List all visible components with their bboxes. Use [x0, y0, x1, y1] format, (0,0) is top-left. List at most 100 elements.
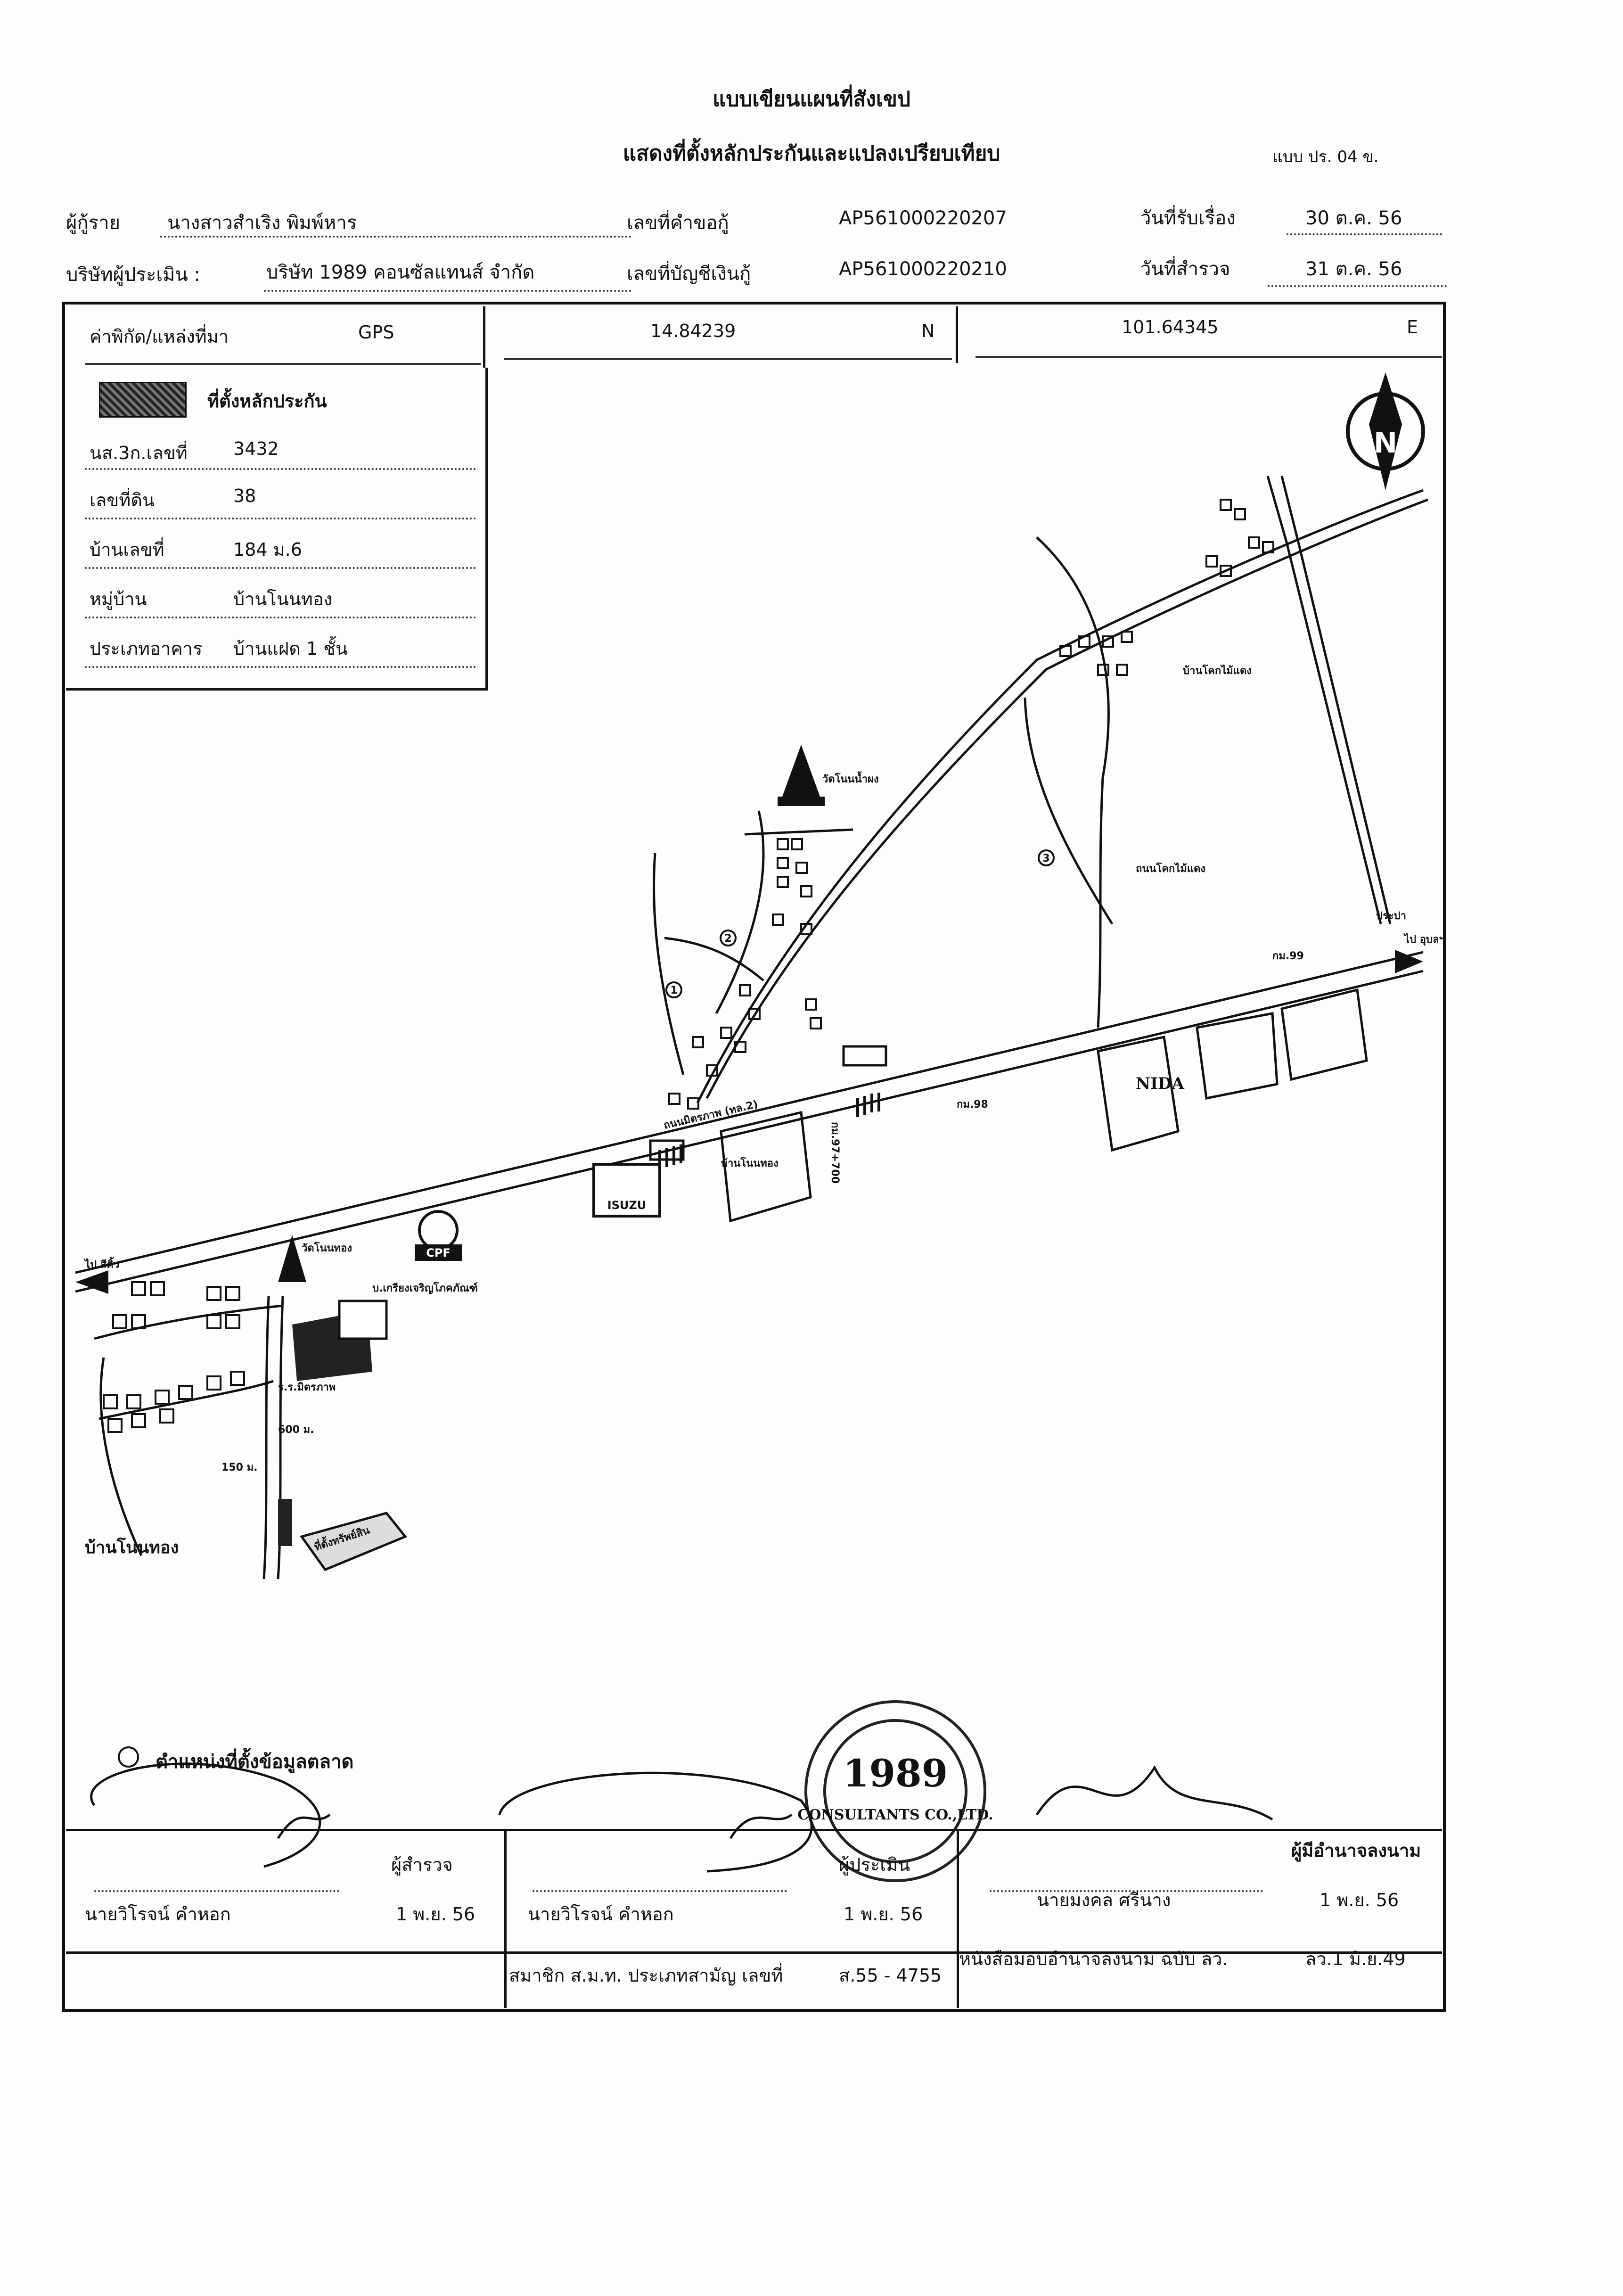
longitude-value: 101.64345: [1122, 317, 1219, 337]
isuzu-logo-icon: ISUZU: [592, 1163, 661, 1218]
village-value: บ้านโนนทอง: [233, 589, 333, 609]
request-no-value: AP561000220207: [839, 207, 1007, 229]
building-type-value: บ้านแฝด 1 ชั้น: [233, 638, 348, 659]
survey-underline: [1268, 285, 1447, 287]
appraiser-sign-line: [533, 1890, 787, 1892]
house-no-value: 184 ม.6: [233, 539, 302, 560]
cpf-logo-icon: CPF: [415, 1210, 462, 1261]
label-wat-nonthong: วัดโนนทอง: [302, 1242, 352, 1254]
svg-text:1: 1: [670, 985, 677, 996]
legend-divider-1: [85, 468, 476, 470]
label-ban-nonthong: บ้านโนนทอง: [85, 1537, 179, 1557]
longitude-unit: E: [1407, 317, 1418, 337]
lon-underline: [975, 356, 1442, 358]
highway-road: [75, 951, 1424, 1293]
label-km-post: กม.97+700: [829, 1122, 841, 1184]
appraiser-label: บริษัทผู้ประเมิน :: [66, 264, 200, 286]
borrower-underline: [160, 236, 631, 238]
label-to-ubon: ไป อุบลฯ: [1403, 933, 1445, 946]
stamp-subtext: CONSULTANTS CO.,LTD.: [797, 1807, 993, 1823]
appraiser-date: 1 พ.ย. 56: [844, 1904, 923, 1925]
secondary-roads: [94, 476, 1428, 1580]
label-distance-600: 600 ม.: [278, 1424, 314, 1436]
signature-col-divider-2: [957, 1829, 959, 2008]
survey-date-value: 31 ต.ค. 56: [1305, 258, 1402, 280]
form-code: แบบ ปร. 04 ข.: [1272, 148, 1379, 166]
received-underline: [1287, 233, 1442, 235]
arrow-west-icon: [75, 1270, 108, 1294]
land-no-value: 38: [233, 486, 256, 506]
surveyor-name: นายวิโรจน์ คำหอก: [85, 1904, 231, 1925]
label-pracha: ประปา: [1376, 910, 1406, 922]
appraiser-value: บริษัท 1989 คอนซัลแทนส์ จำกัด: [266, 262, 535, 283]
coord-label-underline: [85, 363, 481, 365]
borrower-label: ผู้กู้ราย: [66, 212, 121, 234]
school-building-icon: [292, 1300, 388, 1381]
market-legend-label: ตำแหน่งที่ตั้งข้อมูลตลาด: [156, 1751, 354, 1773]
land-no-label: เลขที่ดิน: [90, 490, 155, 510]
appraiser-underline: [264, 290, 631, 292]
coord-source: GPS: [358, 322, 394, 343]
member-label: สมาชิก ส.ม.ท. ประเภทสามัญ เลขที่: [509, 1965, 783, 1986]
surveyor-sign-line: [94, 1890, 339, 1892]
svg-text:2: 2: [724, 933, 731, 945]
north-arrow-icon: N: [1346, 372, 1425, 490]
map-frame: [62, 302, 1446, 2012]
label-to-sikhio: ไป สีคิ้ว: [84, 1257, 119, 1271]
survey-date-label: วันที่สำรวจ: [1140, 258, 1230, 280]
market-location-icon: [118, 1746, 139, 1768]
house-no-label: บ้านเลขที่: [90, 539, 164, 560]
market-point-1: 1: [665, 981, 682, 998]
borrower-value: นางสาวสำเริง พิมพ์หาร: [167, 212, 357, 234]
member-number: ส.55 - 4755: [839, 1965, 942, 1986]
label-km99: กม.99: [1272, 950, 1304, 962]
authorized-name: นายมงคล ศรีนาง: [1037, 1890, 1171, 1910]
authorized-role: ผู้มีอำนาจลงนาม: [1291, 1840, 1421, 1861]
parcels: [649, 988, 1368, 1223]
label-road-kokmaidaeng: ถนนโคกไม้แดง: [1136, 862, 1205, 875]
label-factory: บ.เกรียงเจริญโภคภัณฑ์: [372, 1282, 478, 1294]
svg-text:3: 3: [1042, 853, 1049, 864]
appraiser-name: นายวิโรจน์ คำหอก: [528, 1904, 674, 1925]
lat-underline: [504, 358, 952, 360]
label-nida: NIDA: [1136, 1074, 1184, 1093]
latitude-unit: N: [921, 321, 935, 341]
received-date-label: วันที่รับเรื่อง: [1140, 207, 1236, 229]
coord-divider-1: [483, 306, 485, 368]
stamp-number: 1989: [843, 1751, 948, 1795]
account-no-value: AP561000220210: [839, 258, 1007, 280]
market-point-2: 2: [720, 930, 737, 946]
signature-scribbles: [90, 1762, 1273, 1873]
authorized-date: 1 พ.ย. 56: [1320, 1890, 1399, 1910]
label-village-top: บ้านโคกไม้แดง: [1183, 664, 1252, 677]
property-legend: ที่ตั้งหลักประกัน นส.3ก.เลขที่ 3432 เลขท…: [66, 368, 488, 691]
label-wat-top: วัดโนนน้ำผง: [822, 771, 879, 785]
authorized-sign-line: [990, 1890, 1263, 1892]
house-blocks: [103, 499, 1274, 1433]
signature-divider-bottom: [66, 1951, 1442, 1954]
page-subtitle: แสดงที่ตั้งหลักประกันและแปลงเปรียบเทียบ: [623, 141, 1000, 165]
latitude-value: 14.84239: [650, 321, 736, 341]
north-label: N: [1374, 427, 1397, 460]
appraiser-role: ผู้ประเมิน: [839, 1854, 910, 1875]
surveyor-role: ผู้สำรวจ: [391, 1854, 453, 1875]
collateral-label: ที่ตั้งหลักประกัน: [207, 391, 327, 411]
collateral-swatch: [99, 382, 187, 418]
company-stamp: [804, 1700, 986, 1882]
coord-divider-2: [956, 306, 958, 363]
deed-label: นส.3ก.เลขที่: [90, 443, 188, 463]
village-label: หมู่บ้าน: [90, 589, 147, 609]
request-no-label: เลขที่คำขอกู้: [627, 212, 729, 234]
coord-label: ค่าพิกัด/แหล่งที่มา: [90, 326, 229, 347]
arrow-east-icon: [1395, 950, 1423, 973]
account-no-label: เลขที่บัญชีเงินกู้: [627, 263, 751, 285]
surveyor-date: 1 พ.ย. 56: [396, 1904, 475, 1925]
legend-divider-3: [85, 567, 476, 569]
collateral-marker: [278, 1499, 408, 1572]
market-point-3: 3: [1038, 849, 1055, 866]
page-title: แบบเขียนแผนที่สังเขป: [713, 87, 910, 111]
temple-icon-2: [278, 1235, 306, 1282]
received-date-value: 30 ต.ค. 56: [1305, 207, 1402, 229]
isuzu-label: ISUZU: [607, 1199, 647, 1212]
